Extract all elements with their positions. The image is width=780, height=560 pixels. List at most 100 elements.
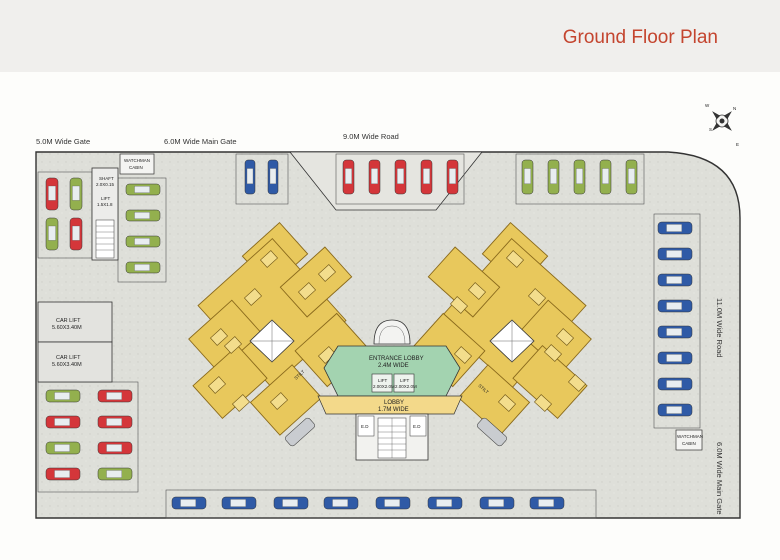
staircase-treads <box>96 225 114 251</box>
car-left-1 <box>45 177 59 211</box>
car-service-right <box>477 417 507 447</box>
car-top-red-4 <box>420 159 433 195</box>
gate-left-label: 5.0M Wide Gate <box>36 137 91 146</box>
car-top-red-3 <box>394 159 407 195</box>
car-right-6 <box>657 351 693 365</box>
entrance-lobby-label-a: ENTRANCE LOBBY <box>369 356 424 362</box>
watchman-right-label-1: WATCHMAN <box>677 434 703 439</box>
stair-left-room <box>357 415 375 437</box>
car-bottom-left-7 <box>45 467 81 481</box>
entrance-lobby-label-b: 2.4M WIDE <box>378 363 409 369</box>
watchman-cabin-right <box>675 429 703 451</box>
lift-a <box>371 373 393 393</box>
staircase-top-left <box>95 219 115 259</box>
car-bottom-7 <box>479 496 515 510</box>
parked-cars <box>45 159 693 510</box>
car-bottom-3 <box>273 496 309 510</box>
compass-s: S <box>709 127 712 132</box>
car-bottom-left-4 <box>97 415 133 429</box>
car-top-green-5 <box>625 159 638 195</box>
lift-a-label-2: 2.00X2.0M <box>373 384 395 389</box>
car-top-2 <box>267 159 279 195</box>
shaft-label-1: SHAFT <box>99 176 114 181</box>
car-lift-2-label-a: CAR LIFT <box>56 355 81 361</box>
road-top-label: 9.0M Wide Road <box>343 132 399 141</box>
car-right-4 <box>657 299 693 313</box>
car-service-left <box>285 417 315 447</box>
car-top-green-3 <box>573 159 586 195</box>
drive-notch <box>289 151 483 211</box>
parking-strip-top-mid <box>335 153 465 205</box>
wing-seating <box>208 250 586 412</box>
car-top-red-5 <box>446 159 459 195</box>
shaft-label-2: 2.0X0.15 <box>96 182 115 187</box>
lift-a-label-1: LIFT <box>378 378 388 383</box>
car-top-red-2 <box>368 159 381 195</box>
car-bottom-left-3 <box>45 415 81 429</box>
compass-w: W <box>705 103 710 108</box>
lift-small-label-2: 1.5X1.8 <box>97 202 113 207</box>
car-bottom-5 <box>375 496 411 510</box>
watchman-right-label-2: CABIN <box>682 441 696 446</box>
car-right-7 <box>657 377 693 391</box>
car-top-green-1 <box>521 159 534 195</box>
ed-left-label: E.D <box>361 424 369 429</box>
entrance-arch <box>373 319 411 345</box>
parking-strip-top-right <box>515 153 645 205</box>
car-bottom-left-5 <box>45 441 81 455</box>
watchman-cabin-top <box>119 153 155 175</box>
ed-right-label: E.D <box>413 424 421 429</box>
car-bottom-left-2 <box>97 389 133 403</box>
lobby <box>317 395 463 415</box>
parking-strip-top-left <box>235 153 289 205</box>
page-title: Ground Floor Plan <box>562 27 718 48</box>
car-lift-1 <box>37 301 113 343</box>
stilt-right-label: STILT <box>477 383 489 395</box>
car-core-4 <box>125 261 161 274</box>
lift-b <box>393 373 415 393</box>
car-left-3 <box>45 217 59 251</box>
car-lift-1-label-a: CAR LIFT <box>56 318 81 324</box>
car-left-2 <box>69 177 83 211</box>
car-top-green-4 <box>599 159 612 195</box>
central-staircase <box>377 417 407 459</box>
watchman-top-label-1: WATCHMAN <box>124 158 150 163</box>
header-band: Ground Floor Plan <box>0 0 780 72</box>
car-core-3 <box>125 235 161 248</box>
car-lift-2 <box>37 341 113 383</box>
car-right-3 <box>657 273 693 287</box>
car-top-green-2 <box>547 159 560 195</box>
parking-strip-bottom <box>165 489 597 519</box>
lobby-label-b: 1.7M WIDE <box>378 407 409 413</box>
gate-main-right-label: 6.0M Wide Main Gate <box>715 442 724 515</box>
car-core-2 <box>125 209 161 222</box>
left-courtyard <box>249 319 295 363</box>
road-right-label: 11.0M Wide Road <box>715 298 724 358</box>
car-right-5 <box>657 325 693 339</box>
car-bottom-2 <box>221 496 257 510</box>
lift-small-label-1: LIFT <box>101 196 111 201</box>
car-top-1 <box>244 159 256 195</box>
car-right-1 <box>657 221 693 235</box>
car-lift-2-label-b: 5.60X3.40M <box>52 362 82 368</box>
lift-b-label-2: 2.00X2.0M <box>395 384 417 389</box>
right-courtyard <box>489 319 535 363</box>
compass-icon <box>712 111 732 131</box>
car-bottom-left-1 <box>45 389 81 403</box>
car-right-8 <box>657 403 693 417</box>
car-bottom-left-6 <box>97 441 133 455</box>
car-bottom-1 <box>171 496 207 510</box>
parking-strip-right <box>653 213 701 429</box>
car-top-red-1 <box>342 159 355 195</box>
car-bottom-4 <box>323 496 359 510</box>
compass-n: N <box>733 106 736 111</box>
watchman-top-label-2: CABIN <box>129 165 143 170</box>
car-bottom-6 <box>427 496 463 510</box>
compass-e: E <box>736 142 739 147</box>
stilt-left-label: STILT <box>293 369 305 381</box>
gate-main-top-label: 6.0M Wide Main Gate <box>164 137 237 146</box>
car-lift-1-label-b: 5.60X3.40M <box>52 325 82 331</box>
car-core-1 <box>125 183 161 196</box>
lobby-label-a: LOBBY <box>384 400 404 406</box>
